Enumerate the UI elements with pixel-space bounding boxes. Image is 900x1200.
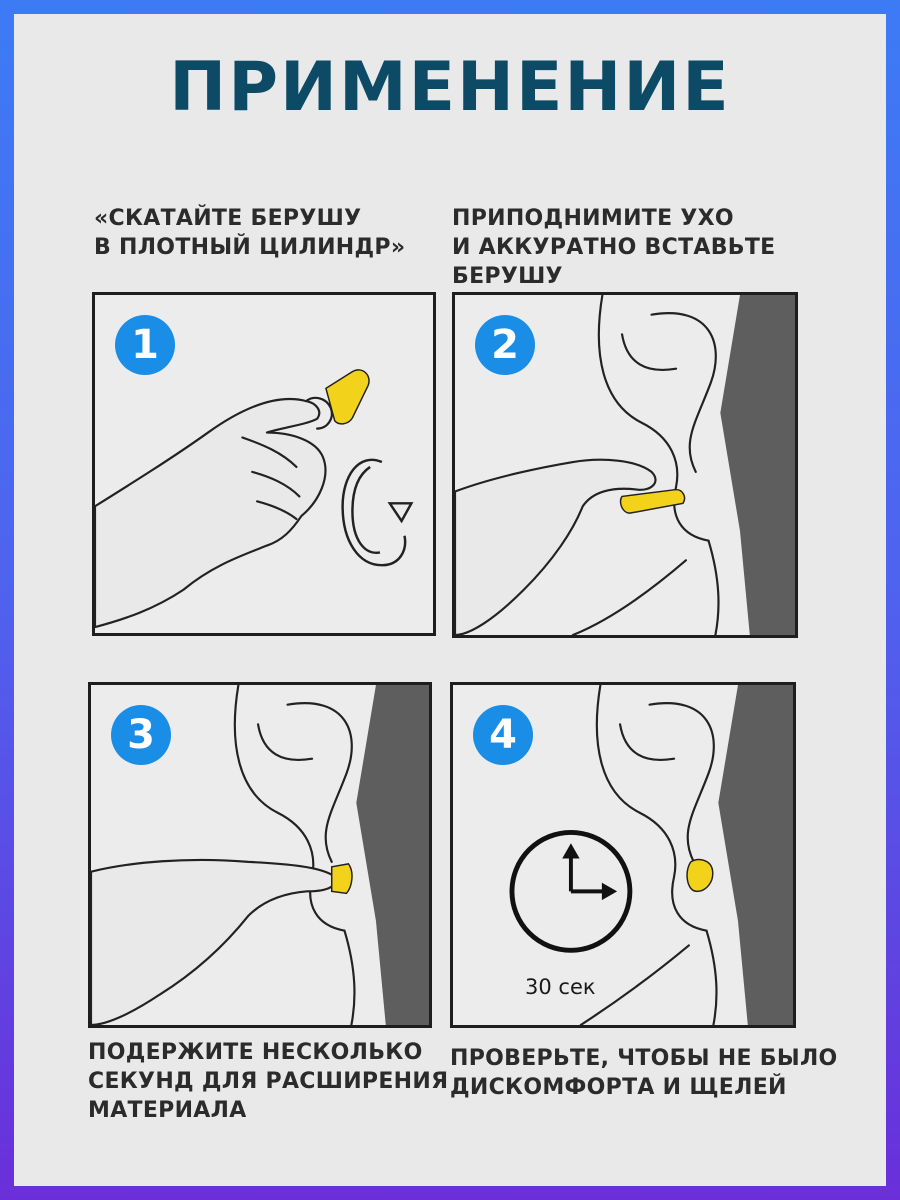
page-title: ПРИМЕНЕНИЕ xyxy=(169,48,731,127)
step-3-panel: 3 xyxy=(88,682,432,1028)
timer-label: 30 сек xyxy=(525,975,596,999)
step-4-caption: ПРОВЕРЬТЕ, ЧТОБЫ НЕ БЫЛО ДИСКОМФОРТА И Щ… xyxy=(450,1046,838,1100)
step-2-panel: 2 xyxy=(452,292,798,638)
step-3-caption: ПОДЕРЖИТЕ НЕСКОЛЬКО СЕКУНД ДЛЯ РАСШИРЕНИ… xyxy=(88,1040,449,1123)
step-1-panel: 1 xyxy=(92,292,436,636)
rotate-arrow-icon xyxy=(341,458,414,567)
ear-hold-illustration xyxy=(91,685,429,1025)
step-2-badge: 2 xyxy=(475,315,535,375)
ear-insert-illustration xyxy=(455,295,795,635)
instruction-card: ПРИМЕНЕНИЕ «СКАТАЙТЕ БЕРУШУ В ПЛОТНЫЙ ЦИ… xyxy=(14,14,886,1186)
ear-check-illustration xyxy=(509,685,793,1025)
clock-icon xyxy=(509,829,633,953)
step-2-caption: ПРИПОДНИМИТЕ УХО И АККУРАТНО ВСТАВЬТЕ БЕ… xyxy=(452,206,776,289)
step-3-badge: 3 xyxy=(111,705,171,765)
hand-rolling-earplug-illustration xyxy=(95,369,414,629)
earplug-shape xyxy=(325,369,370,425)
step-4-badge: 4 xyxy=(473,705,533,765)
step-1-caption: «СКАТАЙТЕ БЕРУШУ В ПЛОТНЫЙ ЦИЛИНДР» xyxy=(94,206,406,260)
step-1-badge: 1 xyxy=(115,315,175,375)
step-4-panel: 4 30 сек xyxy=(450,682,796,1028)
